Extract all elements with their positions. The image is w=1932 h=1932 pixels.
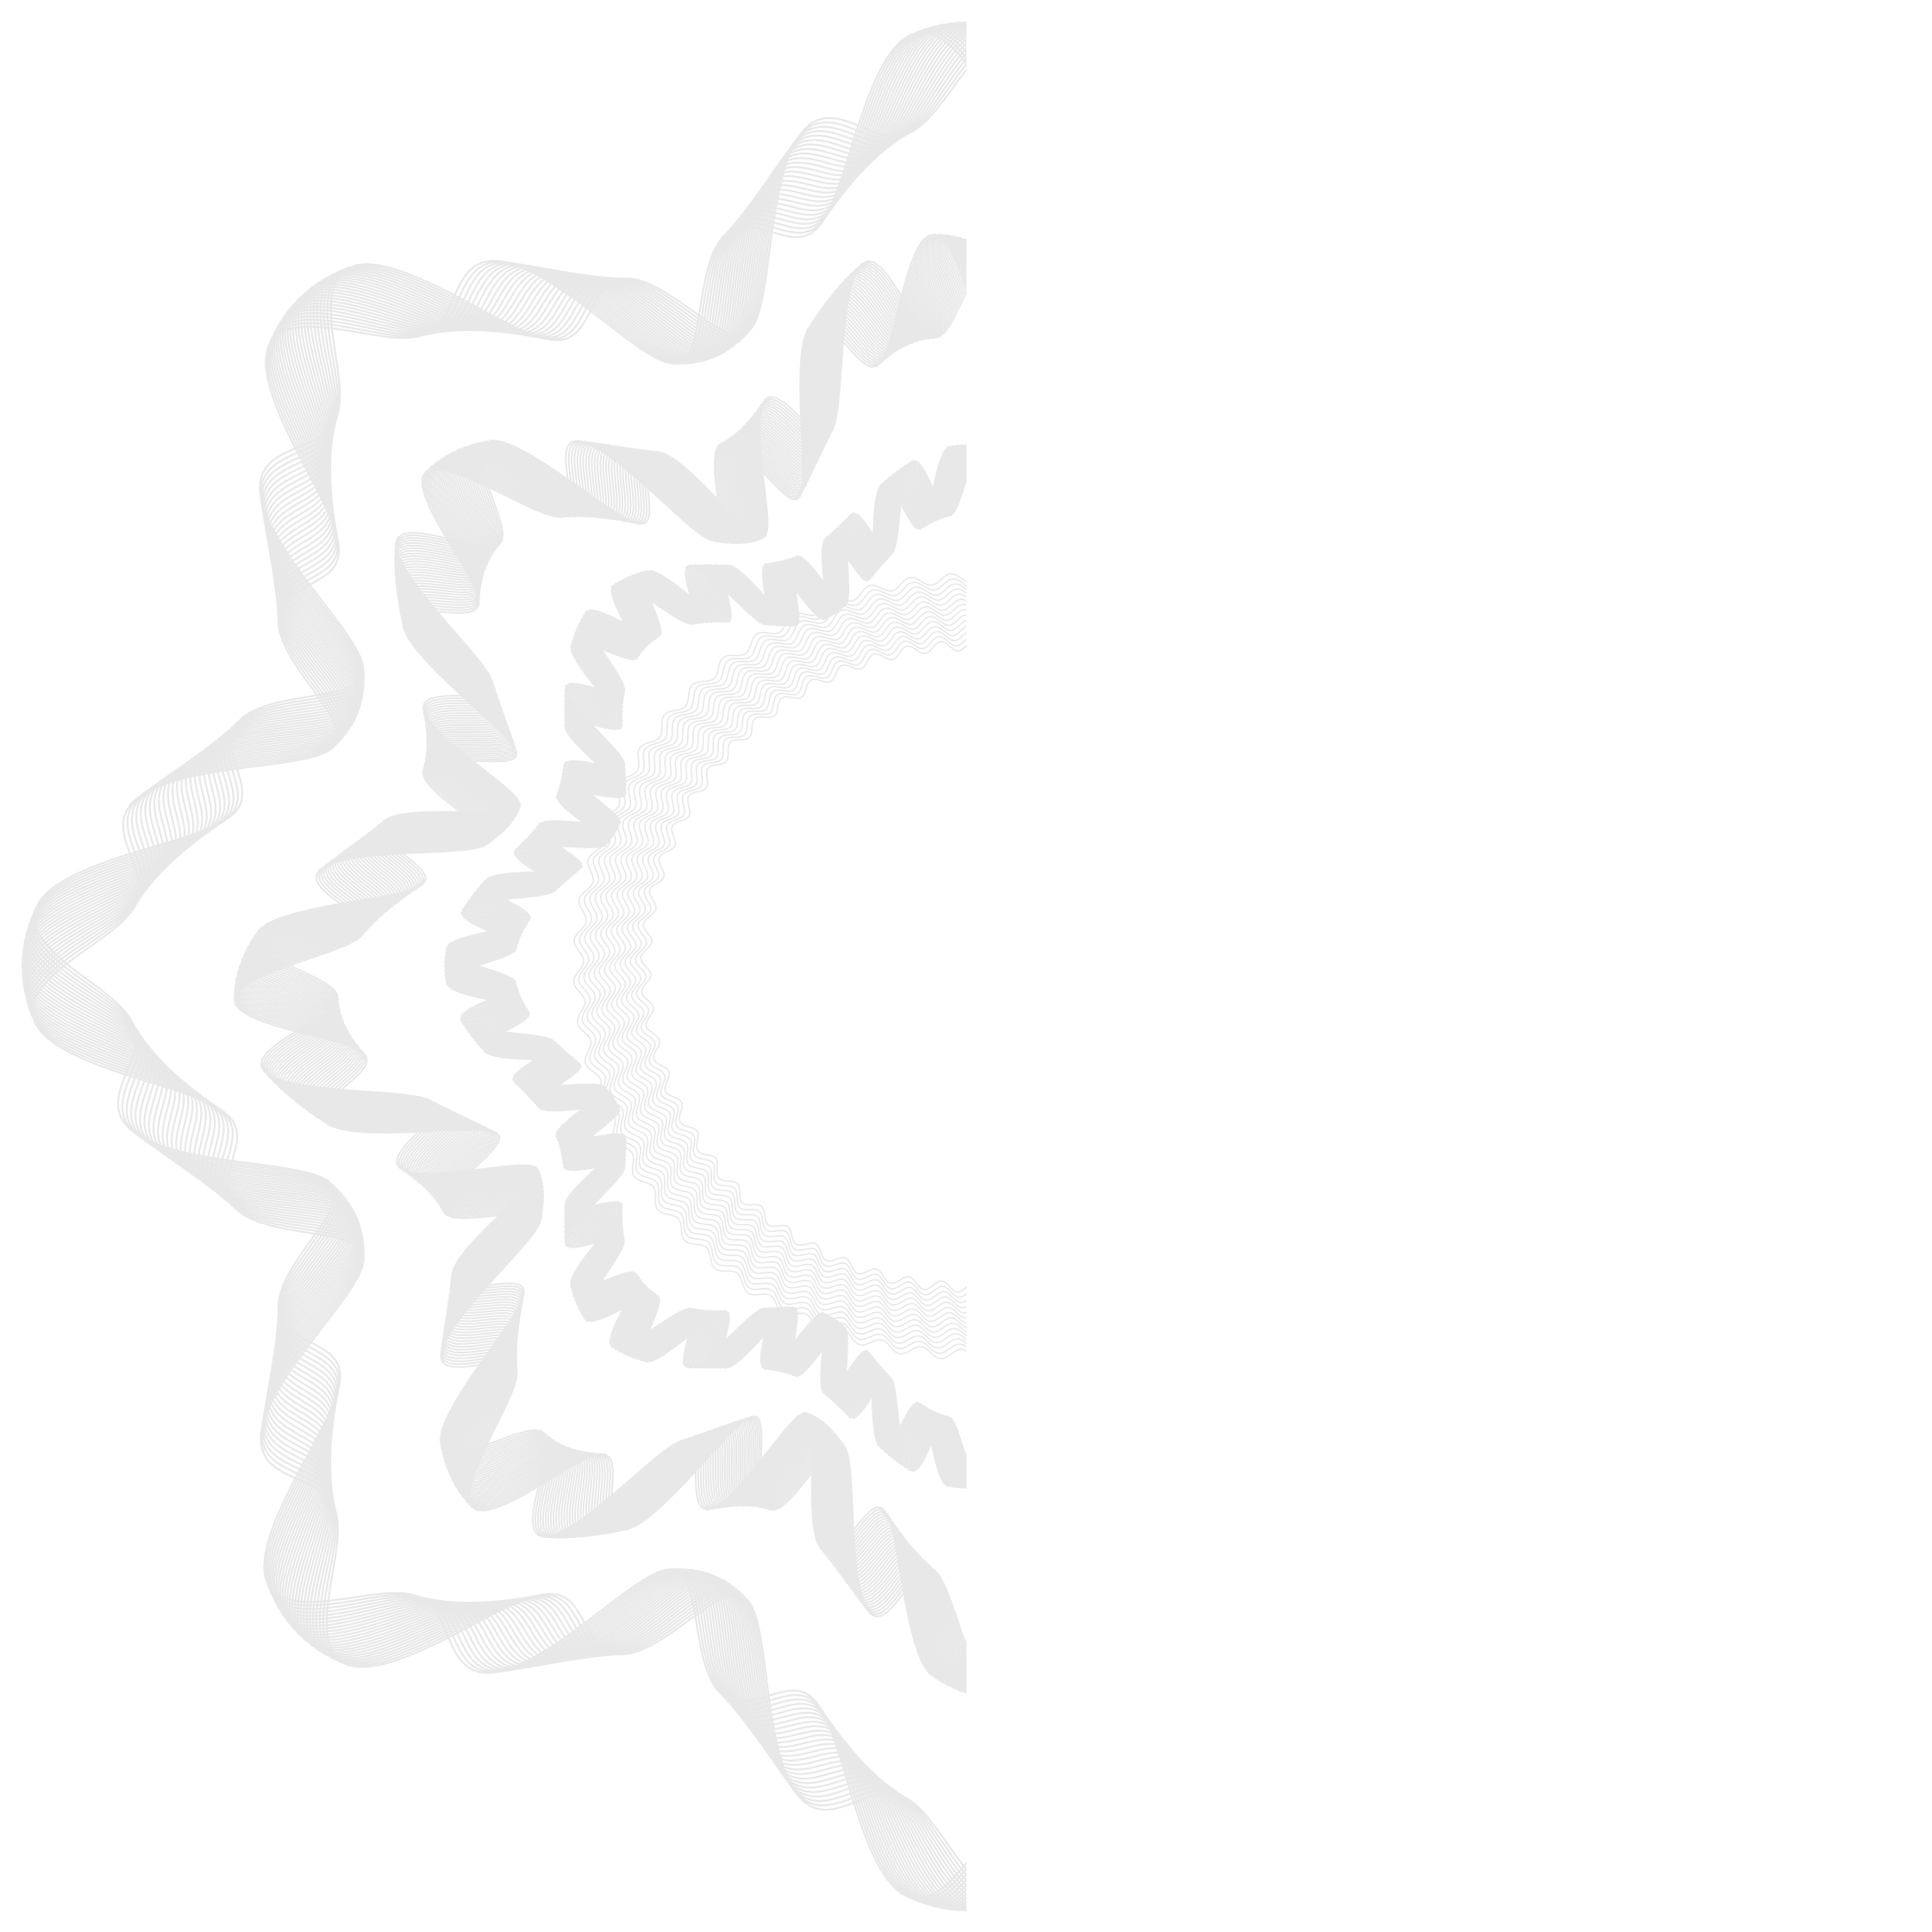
guilloche-line-inner	[445, 460, 966, 1488]
guilloche-line-inner	[446, 460, 966, 1487]
guilloche-line-middle	[234, 234, 966, 1678]
guilloche-line-middle	[236, 236, 966, 1693]
guilloche-line-inner	[445, 461, 966, 1488]
guilloche-line-inner	[444, 444, 966, 1480]
guilloche-line-middle	[236, 236, 966, 1692]
guilloche-line-inner	[444, 448, 966, 1489]
guilloche-line-middle	[254, 259, 966, 1679]
guilloche-line-inner	[445, 462, 966, 1488]
guilloche-line-middle	[234, 234, 966, 1660]
guilloche-line-middle	[234, 234, 966, 1673]
guilloche-line-outer	[22, 22, 966, 1909]
guilloche-line-ring	[609, 609, 966, 1324]
guilloche-line-ring	[578, 578, 966, 1354]
guilloche-line-middle	[233, 233, 966, 1654]
guilloche-line-outer	[29, 57, 966, 1904]
guilloche-line-outer	[24, 24, 966, 1897]
guilloche-line-ring	[635, 635, 966, 1298]
guilloche-line-inner	[445, 445, 966, 1471]
guilloche-line-outer	[33, 68, 966, 1900]
guilloche-line-inner	[445, 445, 966, 1473]
guilloche-line-outer	[22, 22, 966, 1907]
guilloche-line-inner	[444, 444, 966, 1485]
guilloche-line-ring	[598, 598, 966, 1334]
guilloche-line-outer	[22, 22, 966, 1904]
guilloche-line-inner	[444, 456, 966, 1489]
guilloche-line-ring	[629, 630, 966, 1304]
guilloche-line-middle	[234, 234, 966, 1649]
guilloche-line-outer	[29, 29, 966, 1877]
guilloche-line-ring	[614, 614, 966, 1319]
guilloche-line-outer	[28, 28, 966, 1883]
guilloche-line-inner	[446, 446, 966, 1472]
guilloche-line-middle	[235, 235, 966, 1688]
guilloche-line-inner	[444, 444, 966, 1487]
guilloche-line-ring	[603, 603, 966, 1329]
guilloche-line-outer	[22, 22, 966, 1910]
guilloche-line-middle	[234, 234, 966, 1669]
guilloche-line-inner	[444, 444, 966, 1483]
guilloche-line-outer	[26, 26, 966, 1892]
guilloche-line-outer	[22, 22, 966, 1911]
guilloche-line-ring	[572, 572, 966, 1360]
guilloche-line-inner	[444, 444, 966, 1477]
guilloche-line-outer	[27, 27, 966, 1887]
guilloche-line-outer	[22, 22, 966, 1911]
guilloche-line-middle	[235, 235, 966, 1685]
guilloche-line-outer	[26, 41, 966, 1907]
guilloche-line-outer	[23, 23, 966, 1901]
guilloche-line-middle	[234, 234, 966, 1682]
guilloche-line-ring	[624, 625, 966, 1309]
guilloche-line-ring	[583, 583, 966, 1349]
guilloche-line-inner	[445, 445, 966, 1471]
guilloche-line-middle	[235, 235, 966, 1690]
guilloche-line-outer	[31, 31, 966, 1872]
guilloche-line-ring	[640, 641, 966, 1293]
guilloche-line-inner	[444, 450, 966, 1489]
guilloche-line-ring	[619, 619, 966, 1314]
guilloche-line-inner	[444, 444, 966, 1488]
guilloche-line-middle	[234, 234, 966, 1665]
guilloche-line-inner	[446, 460, 966, 1487]
guilloche-line-ring	[588, 588, 966, 1344]
guilloche-line-ring	[593, 593, 966, 1339]
